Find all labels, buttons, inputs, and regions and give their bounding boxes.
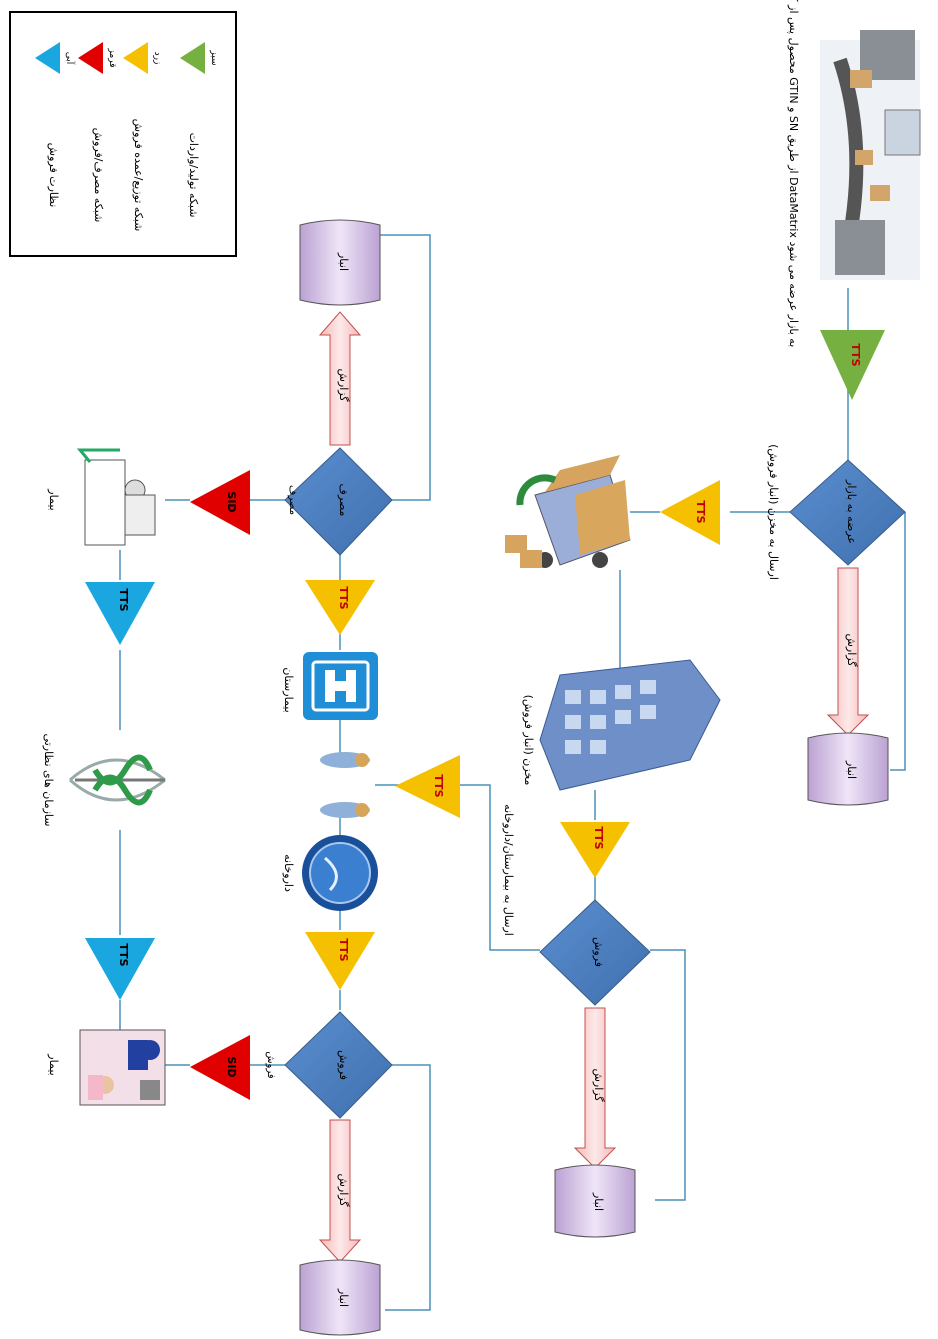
- legend-blue-key: آبی: [64, 52, 76, 65]
- report-arrow-1: [826, 567, 870, 736]
- legend: سبز زرد قرمز آبی شبکه تولید/واردات شبکه …: [9, 11, 237, 257]
- pharmacy-label: داروخانه: [282, 854, 295, 892]
- health-org-label: سازمان های نظارتی: [42, 734, 55, 827]
- legend-red-key: قرمز: [107, 47, 117, 67]
- legend-yellow-key: زرد: [152, 52, 162, 65]
- sale-decision: [539, 899, 651, 1006]
- yellow-code-1: TTS: [694, 500, 707, 523]
- sale-label: فروش: [592, 937, 605, 967]
- hospital-label: بیمارستان: [282, 667, 295, 712]
- patient-hospital-illustration: [76, 448, 156, 546]
- caduceus-icon: [69, 754, 166, 806]
- wholesale-decision: [789, 459, 906, 566]
- warehouse-illustration: [539, 659, 721, 791]
- hospital-icon: [303, 652, 378, 720]
- legend-blue-triangle: [35, 42, 60, 74]
- red-sid-triangle-1: [190, 470, 250, 535]
- green-tts-triangle: [820, 330, 885, 400]
- yellow-triangle-5: [305, 932, 375, 990]
- patient-pharmacy-illustration: [79, 1029, 166, 1106]
- hospital-use-decision: [284, 447, 393, 556]
- yellow-code-5: TTS: [337, 938, 350, 961]
- blue-tts-triangle-2: [85, 938, 155, 1000]
- inventory-label-3: انبار: [337, 252, 350, 271]
- red-code-2: SID: [225, 1056, 238, 1077]
- store-label: مخزن (انبار فروش): [522, 695, 535, 786]
- consume-edge-label: مصرف: [287, 485, 298, 515]
- truck-illustration: [505, 455, 631, 568]
- inventory-cylinder-1: [807, 732, 889, 806]
- yellow-triangle-3: [395, 755, 460, 818]
- blue-code-2: TTS: [117, 943, 130, 966]
- inventory-cylinder-4: [299, 1259, 381, 1336]
- report-arrow-3: [318, 311, 362, 446]
- yellow-code-4: TTS: [337, 586, 350, 609]
- connectors: [119, 234, 906, 1311]
- legend-green-label: شبکه تولید/واردات: [187, 133, 200, 218]
- legend-yellow-triangle: [123, 42, 148, 74]
- blue-tts-triangle-1: [85, 582, 155, 645]
- report-arrow-4: [318, 1119, 362, 1263]
- factory-illustration: [820, 30, 921, 280]
- pharmacy-sale-decision: [284, 1011, 393, 1119]
- inventory-label-1: انبار: [845, 760, 858, 779]
- send-to-store-label: ارسال به مخزن (انبار فروش): [767, 444, 780, 580]
- yellow-triangle-2: [560, 822, 630, 878]
- legend-red-label: شبکه مصرف/فروش: [92, 128, 105, 223]
- pharmacy-icon: [302, 835, 378, 911]
- legend-green-triangle: [180, 42, 205, 74]
- green-code: TTS: [849, 343, 862, 366]
- yellow-code-3: TTS: [432, 774, 445, 797]
- patient1-label: بیمار: [47, 488, 60, 510]
- red-sid-triangle-2: [190, 1035, 250, 1100]
- yellow-triangle-4: [305, 580, 375, 635]
- send-to-hospital-label: ارسال به بیمارستان/داروخانه: [502, 804, 515, 936]
- wholesale-label: عرضه به بازار: [845, 479, 858, 544]
- yellow-code-2: TTS: [592, 826, 605, 849]
- inventory-label-4: انبار: [337, 1288, 350, 1307]
- report-label-1: گزارش: [845, 633, 858, 667]
- legend-green-key: سبز: [209, 49, 219, 65]
- factory-caption: محصول پس از کدگذاری با GTIN و SN از طریق…: [786, 0, 800, 347]
- report-label-3: گزارش: [337, 368, 350, 402]
- patient2-label: بیمار: [47, 1053, 60, 1075]
- report-label-2: گزارش: [592, 1068, 605, 1102]
- inventory-cylinder-3: [299, 219, 381, 306]
- pharmacy-sale-label: فروش: [337, 1050, 350, 1080]
- sell-edge-label: فروش: [265, 1051, 276, 1079]
- legend-red-triangle: [78, 42, 103, 74]
- people-illustration: [320, 752, 370, 818]
- red-code-1: SID: [225, 491, 238, 512]
- yellow-triangle-1: [660, 480, 720, 545]
- report-label-4: گزارش: [337, 1173, 350, 1207]
- blue-code-1: TTS: [117, 588, 130, 611]
- inventory-cylinder-2: [554, 1164, 636, 1238]
- report-arrow-2: [573, 1007, 617, 1169]
- legend-blue-label: نظارت فروش: [47, 143, 60, 208]
- inventory-label-2: انبار: [592, 1192, 605, 1211]
- legend-yellow-label: شبکه توزیع/عمده فروش: [132, 119, 145, 232]
- hospital-use-label: مصرف: [337, 484, 350, 517]
